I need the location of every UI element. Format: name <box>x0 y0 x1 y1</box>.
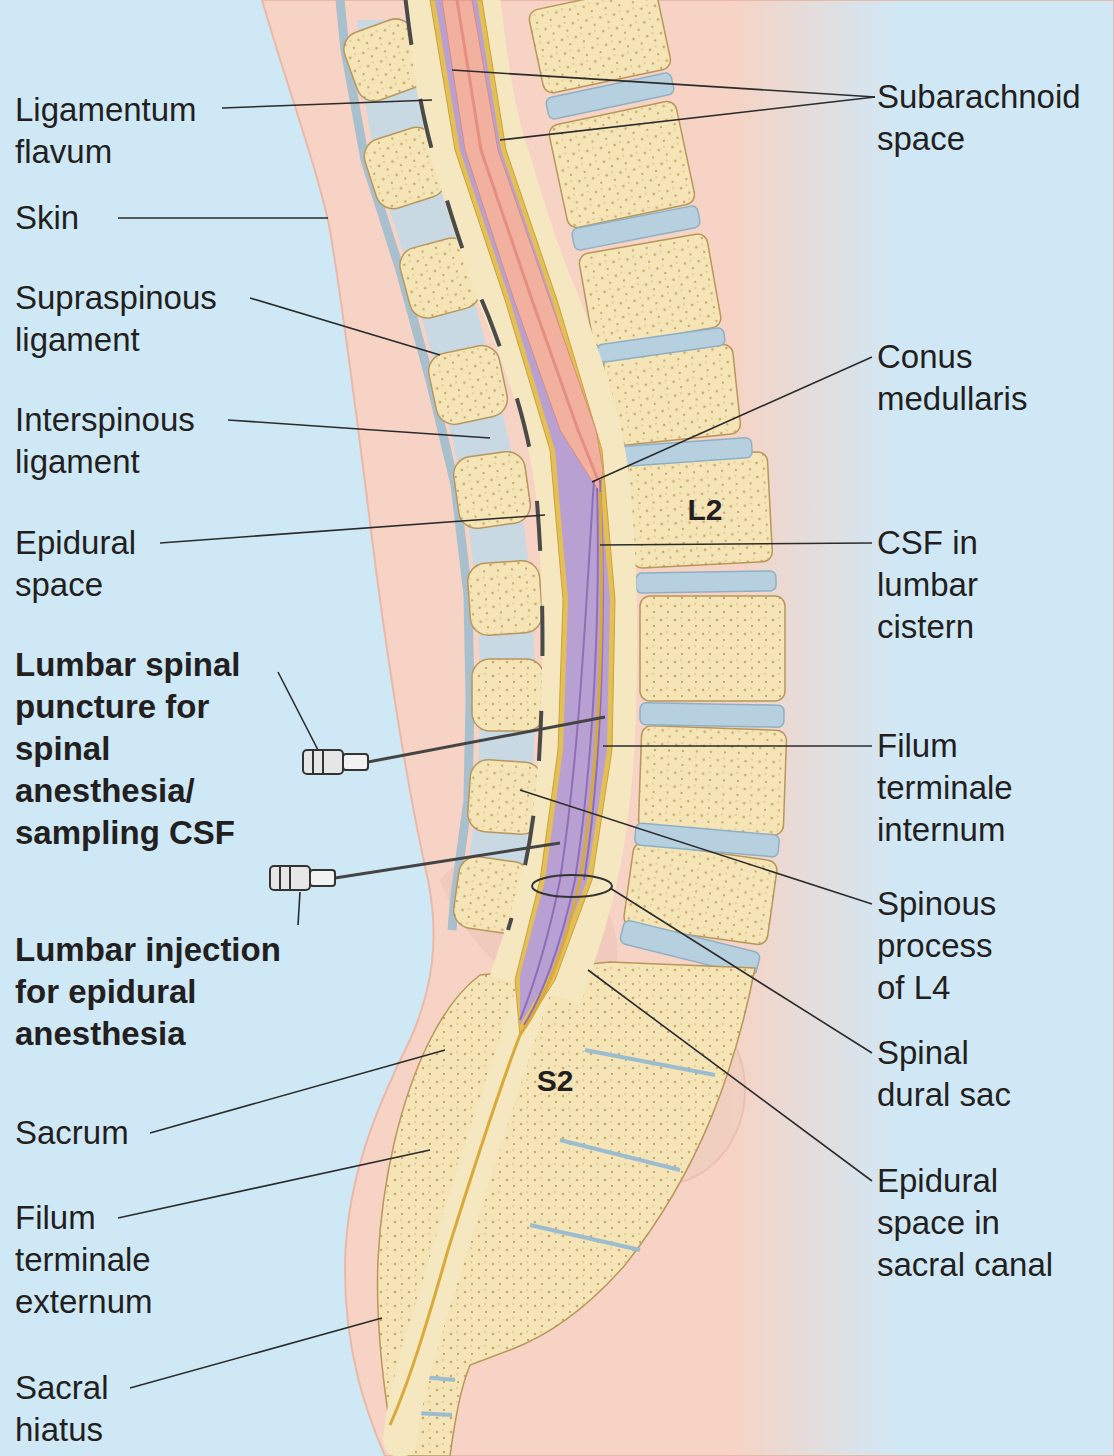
segment-line <box>585 1050 715 1075</box>
part-label: Spinous process of L4 <box>877 883 1027 1009</box>
disc <box>571 205 701 251</box>
part-label: Epidural space <box>15 522 185 606</box>
vertebral-body <box>640 596 785 701</box>
disc <box>619 437 752 466</box>
dural-sac-ring <box>532 875 612 897</box>
leader-line <box>228 420 490 438</box>
needle-shaft <box>368 717 605 762</box>
disc <box>634 823 779 857</box>
vertebra-label: S2 <box>525 1060 585 1102</box>
leader-line <box>500 97 875 140</box>
disc <box>636 571 776 593</box>
hub-ridge <box>322 750 324 774</box>
needle-hub <box>270 866 310 890</box>
hub-ridge <box>289 866 291 890</box>
part-label: CSF in lumbar cistern <box>877 522 1012 648</box>
leader-line <box>118 1150 430 1218</box>
dural-sac <box>430 0 615 1035</box>
body-outline <box>262 0 1114 1456</box>
disc <box>596 327 725 363</box>
nerve-root <box>520 480 594 1020</box>
procedure-label: Lumbar spinal puncture for spinal anesth… <box>15 644 277 854</box>
leader-line <box>150 1050 445 1133</box>
leader-line <box>520 790 872 904</box>
sacrum-bone <box>377 962 755 1456</box>
part-label: Interspinous ligament <box>15 399 250 483</box>
part-label: Supraspinous ligament <box>15 277 250 361</box>
spinal-needle <box>303 717 605 774</box>
part-label: Sacral hiatus <box>15 1367 165 1451</box>
segment-line <box>530 1225 640 1250</box>
part-label: Filum terminale internum <box>877 725 1077 851</box>
leader-line <box>588 970 872 1181</box>
disc <box>640 703 784 728</box>
leader-lines <box>118 70 875 1388</box>
leader-line <box>600 543 872 545</box>
needle-hub <box>303 750 343 774</box>
leader-line <box>118 217 328 219</box>
leader-line <box>278 672 318 750</box>
hub-ridge <box>279 866 281 890</box>
procedure-label: Lumbar injection for epidural anesthesia <box>15 929 315 1055</box>
part-label: Skin <box>15 197 135 239</box>
needle-shaft <box>335 843 560 878</box>
leader-line <box>160 515 545 543</box>
hub-ridge <box>312 750 314 774</box>
epidural-needle <box>270 843 560 890</box>
needle-cap <box>343 754 368 770</box>
part-label: Ligamentum flavum <box>15 89 230 173</box>
filum-internum <box>520 492 601 1035</box>
leader-line <box>592 357 872 482</box>
cauda-equina <box>520 480 603 1025</box>
leader-line <box>298 892 300 925</box>
segment-line <box>560 1140 680 1170</box>
vertebral-body <box>627 451 773 568</box>
needle-cap <box>310 870 335 886</box>
part-label: Sacrum <box>15 1112 175 1154</box>
part-label: Filum terminale externum <box>15 1197 200 1323</box>
vertebra-label: L2 <box>675 489 735 531</box>
leader-line <box>250 298 440 355</box>
subarachnoid-csf <box>435 0 610 1025</box>
disc <box>545 72 675 120</box>
leader-line <box>452 70 875 97</box>
part-label: Subarachnoid space <box>877 76 1112 160</box>
spinous-process <box>467 560 544 637</box>
nerve-root <box>524 488 598 1025</box>
leader-line <box>603 745 872 747</box>
vertebral-body <box>638 726 787 836</box>
leader-line <box>130 1318 382 1388</box>
part-label: Epidural space in sacral canal <box>877 1160 1092 1286</box>
filum-externum <box>390 1035 520 1425</box>
leader-line <box>222 100 432 108</box>
part-label: Conus medullaris <box>877 336 1107 420</box>
leader-line <box>610 888 872 1053</box>
spinous-process <box>472 659 544 731</box>
part-label: Spinal dural sac <box>877 1032 1037 1116</box>
